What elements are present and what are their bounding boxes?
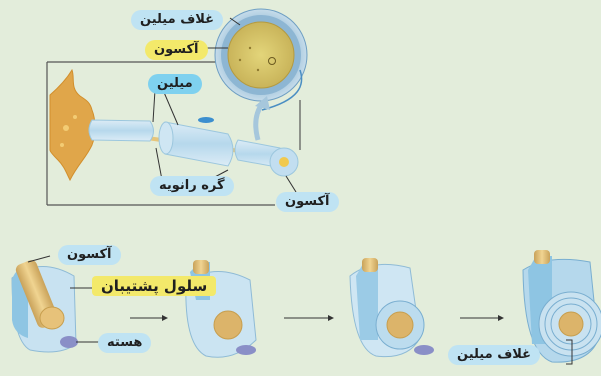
- step-arrow-2: [284, 315, 334, 321]
- stage-2-cell: [186, 260, 256, 357]
- label-axon-bottom: آکسون: [58, 245, 121, 265]
- step-arrow-1: [130, 315, 168, 321]
- label-myelin: میلین: [148, 74, 202, 94]
- label-axon-side: آکسون: [276, 192, 339, 212]
- label-support-cell: سلول پشتیبان: [92, 276, 216, 296]
- neuron-cell-body: [50, 70, 95, 180]
- label-myelin-sheath-top: غلاف میلین: [131, 10, 223, 30]
- label-nucleus: هسته: [98, 333, 151, 353]
- label-axon-cross-section: آکسون: [145, 40, 208, 60]
- label-myelin-sheath-bottom: غلاف میلین: [448, 345, 540, 365]
- step-arrow-3: [460, 315, 504, 321]
- zoom-arrow-icon: [256, 104, 262, 140]
- stage-3-cell: [350, 258, 434, 357]
- stage-1-cell: [12, 256, 100, 352]
- label-node-of-ranvier: گره رانویه: [150, 176, 234, 196]
